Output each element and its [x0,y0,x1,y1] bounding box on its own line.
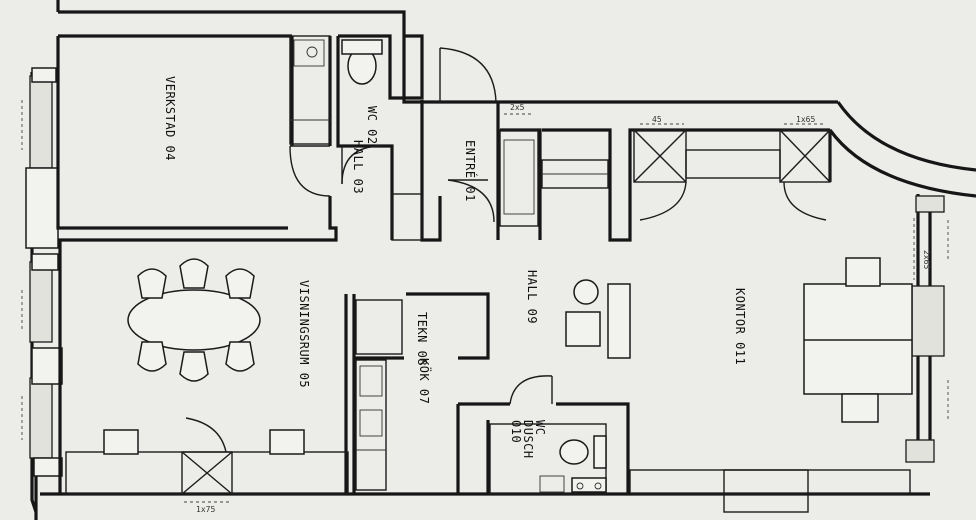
east-storage [633,129,831,221]
dimension-marks [21,100,949,503]
dim-label-5: 2x65 [922,250,931,269]
room-label-kontor: KONTOR 011 [733,288,747,365]
room-label-wc-dusch-1: WC [533,420,547,435]
wc02-room [341,39,423,241]
west-windows [25,67,63,477]
room-label-verkstad: VERKSTAD 04 [163,76,177,161]
wc-dusch-room [489,375,607,495]
visningsrum-furniture [65,258,349,495]
dining-chairs [137,258,255,382]
entre-room [439,47,609,227]
kontor-furniture [629,257,913,513]
dim-label-3: 1x65 [796,115,815,124]
room-label-entre: ENTRÉ 01 [463,140,478,202]
dim-label-2: 45 [652,115,662,124]
room-label-wc: WC 02 [365,106,379,145]
kok-furniture [355,299,403,491]
room-label-tekn: TEKN 08 [415,312,429,366]
room-label-wc-dusch-3: 010 [509,420,523,443]
hall09-furniture [565,279,631,359]
room-label-hall03: HALL 03 [351,140,365,194]
east-windows [905,195,945,463]
room-label-visningsrum: VISNINGSRUM 05 [297,280,311,388]
room-label-hall09: HALL 09 [525,270,539,324]
dim-label-1: 2x5 [510,103,525,112]
verkstad-room [289,35,331,197]
room-label-kok: KÖK 07 [417,358,433,404]
room-label-wc-dusch-2: DUSCH [521,420,535,459]
dim-label-4: 1x75 [196,505,215,514]
